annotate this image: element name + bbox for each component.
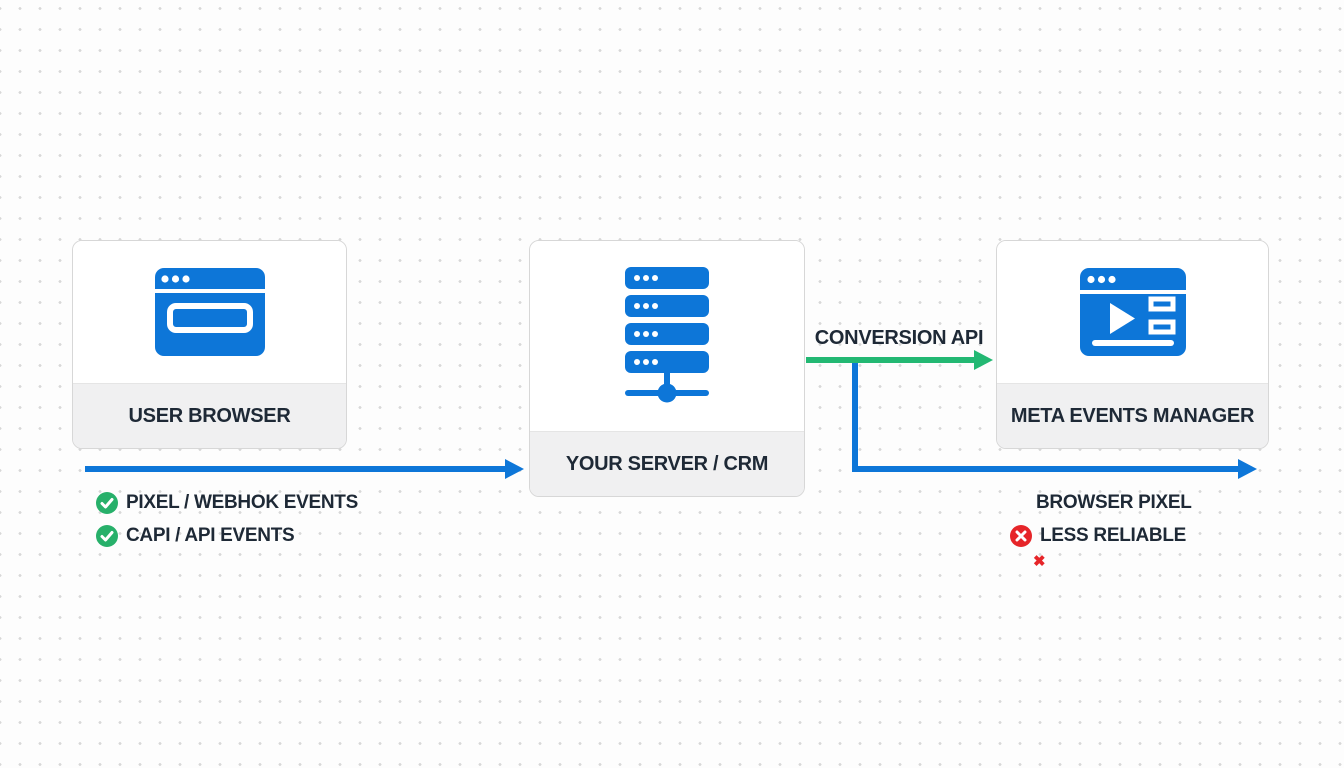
annotation-capi-api-events-text: CAPI / API EVENTS	[126, 525, 295, 546]
cross-circle-icon	[1010, 525, 1032, 547]
video-player-window-icon	[1079, 268, 1186, 356]
browser-window-icon	[154, 268, 265, 356]
edge-browser-to-server-line	[85, 466, 507, 472]
node-meta-events-manager-footer: META EVENTS MANAGER	[997, 383, 1268, 448]
edge-browser-to-server-arrowhead-icon	[505, 459, 524, 479]
node-your-server-crm-label: YOUR SERVER / CRM	[565, 452, 769, 475]
edge-conversion-api-line	[806, 357, 976, 363]
annotation-pixel-webhook-events-text: PIXEL / WEBHOK EVENTS	[126, 492, 358, 513]
annotation-less-reliable-text: LESS RELIABLE	[1040, 525, 1187, 546]
node-meta-events-manager: META EVENTS MANAGER	[996, 240, 1269, 449]
node-meta-events-manager-label: META EVENTS MANAGER	[1010, 404, 1255, 427]
edge-label-conversion-api: CONVERSION API	[814, 327, 984, 349]
cross-mark-icon: ✖	[1033, 553, 1046, 570]
edge-conversion-api-arrowhead-icon	[974, 350, 993, 370]
annotation-less-reliable: LESS RELIABLE	[1010, 525, 1186, 547]
edge-browser-pixel-horizontal-line	[852, 466, 1240, 472]
edge-browser-pixel-vertical-line	[852, 360, 858, 469]
annotation-browser-pixel: BROWSER PIXEL	[1036, 492, 1192, 514]
node-user-browser-footer: USER BROWSER	[73, 383, 346, 448]
node-user-browser-label: USER BROWSER	[128, 404, 291, 427]
node-your-server-crm: YOUR SERVER / CRM	[529, 240, 805, 497]
annotation-capi-api-events: CAPI / API EVENTS	[96, 525, 295, 547]
node-meta-events-manager-icon-area	[997, 241, 1268, 383]
check-circle-icon	[96, 492, 118, 514]
annotation-pixel-webhook-events: PIXEL / WEBHOK EVENTS	[96, 492, 358, 514]
node-your-server-crm-icon-area	[530, 241, 804, 431]
node-user-browser-icon-area	[73, 241, 346, 383]
node-user-browser: USER BROWSER	[72, 240, 347, 449]
check-circle-icon	[96, 525, 118, 547]
node-your-server-crm-footer: YOUR SERVER / CRM	[530, 431, 804, 496]
annotation-browser-pixel-text: BROWSER PIXEL	[1036, 492, 1192, 513]
server-stack-icon	[625, 267, 709, 403]
edge-browser-pixel-arrowhead-icon	[1238, 459, 1257, 479]
